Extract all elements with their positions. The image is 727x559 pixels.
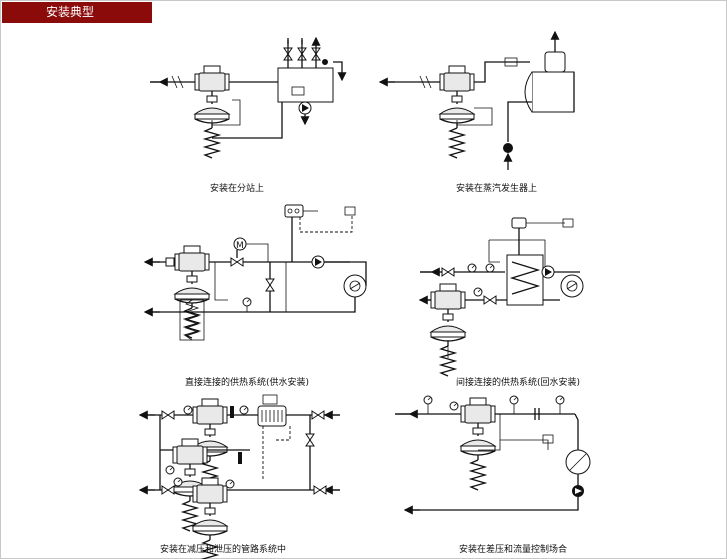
pump-icon — [298, 101, 312, 115]
valve-icon — [305, 433, 315, 447]
gauge-icon — [555, 395, 565, 405]
valve-icon — [161, 410, 175, 420]
pump-icon — [503, 143, 513, 153]
pump-icon — [541, 265, 555, 279]
sensor-icon — [344, 206, 356, 216]
caption-differential-flow: 安装在差压和流量控制场合 — [459, 543, 567, 555]
motor-label: M — [236, 241, 244, 251]
heat-exchanger-box — [277, 67, 334, 103]
diagram-pressure-relief: 安装在减压和泄压的管路系统中 — [138, 394, 340, 559]
heat-consumer-icon — [560, 274, 584, 298]
valve-icon — [441, 267, 455, 277]
check-valve-icon — [171, 75, 184, 89]
heat-exchanger-coil — [257, 405, 287, 427]
gauge-icon — [173, 477, 183, 487]
steam-generator — [531, 71, 575, 113]
heat-consumer-icon — [343, 274, 367, 298]
diagram-substation: 安装在分站上 — [150, 38, 347, 194]
controller-icon — [262, 394, 278, 405]
steam-dome — [544, 51, 566, 73]
caption-indirect-return: 间接连接的供热系统(回水安装) — [456, 376, 580, 388]
pressure-regulator-valve — [194, 65, 230, 159]
spring-stack — [184, 299, 200, 341]
pressure-regulator-valve — [430, 283, 466, 377]
controller-icon — [511, 217, 527, 229]
check-valve-icon — [419, 75, 432, 89]
gauge-icon — [165, 465, 175, 475]
gauge-icon — [225, 479, 235, 489]
pressure-regulator-valve — [439, 65, 475, 159]
gauge-icon — [183, 405, 193, 415]
diagram-direct-supply: M 直接连接的供热系统(供水安装) — [143, 204, 367, 388]
pump-icon — [311, 255, 325, 269]
sensor-icon — [562, 218, 574, 228]
diagram-indirect-return: 间接连接的供热系统(回水安装) — [418, 217, 584, 388]
orifice-icon — [534, 408, 540, 420]
caption-substation: 安装在分站上 — [210, 182, 264, 194]
valve-icon — [483, 295, 497, 305]
valve-icon — [161, 485, 175, 495]
caption-direct-supply: 直接连接的供热系统(供水安装) — [185, 376, 309, 388]
gauge-icon — [473, 287, 483, 297]
diagram-differential-flow: 安装在差压和流量控制场合 — [395, 395, 591, 555]
valve-icon — [311, 410, 325, 420]
gauge-icon — [449, 401, 459, 411]
differential-pressure-valve — [460, 397, 496, 491]
header-title: 安装典型 — [46, 5, 95, 19]
caption-steam-generator: 安装在蒸汽发生器上 — [456, 182, 537, 194]
valve-icon — [265, 278, 275, 292]
diagram-steam-generator: 安装在蒸汽发生器上 — [378, 30, 575, 194]
gauge-icon — [509, 395, 519, 405]
valve-icon — [313, 485, 327, 495]
gauge-icon — [485, 263, 495, 273]
caption-pressure-relief: 安装在减压和泄压的管路系统中 — [160, 543, 286, 555]
motorized-valve-icon — [230, 257, 244, 267]
gauge-icon — [423, 395, 433, 405]
heat-exchanger — [506, 254, 544, 306]
gauge-icon — [239, 405, 249, 415]
controller-box — [291, 86, 305, 96]
gauge-icon — [467, 263, 477, 273]
header-tab: 安装典型 — [2, 2, 152, 23]
gauge-icon — [242, 297, 252, 307]
